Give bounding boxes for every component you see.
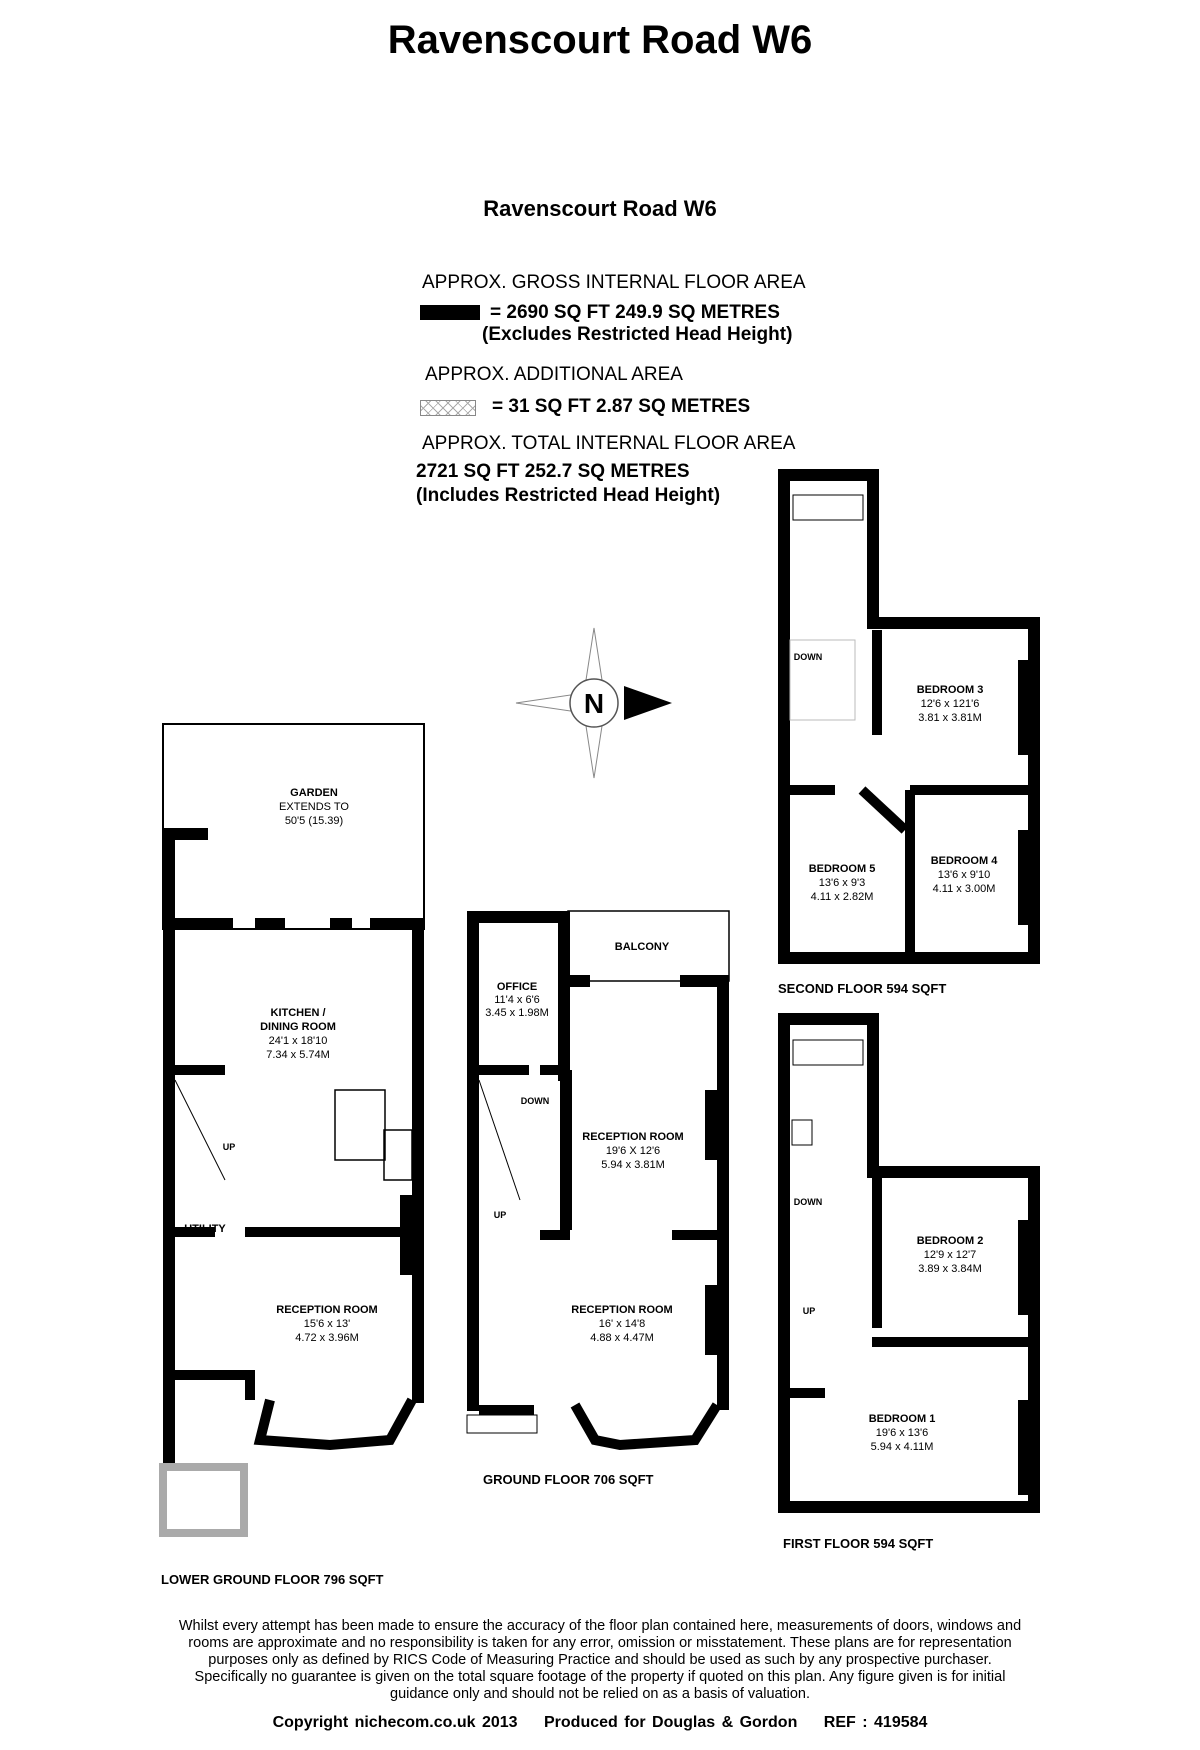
disclaimer-line: guidance only and should not be relied o… <box>390 1686 810 1702</box>
disclaimer: Whilst every attempt has been made to en… <box>0 1618 1200 1703</box>
lower-ground-floor-plan: GARDEN EXTENDS TO 50'5 (15.39) KITCHEN /… <box>159 723 425 1537</box>
ground-floor-plan: OFFICE 11'4 x 6'6 3.45 x 1.98M BALCONY D… <box>466 910 730 1451</box>
kitchen-metric-size: 7.34 x 5.74M <box>266 1049 330 1061</box>
disclaimer-line: purposes only as defined by RICS Code of… <box>208 1652 992 1668</box>
gross-area-heading: APPROX. GROSS INTERNAL FLOOR AREA <box>422 272 806 293</box>
bedroom5-label: BEDROOM 5 <box>809 863 876 875</box>
first-stairs-up-label: UP <box>803 1306 816 1316</box>
balcony-label: BALCONY <box>615 941 670 953</box>
office-label: OFFICE <box>497 981 537 993</box>
footer: Copyright nichecom.co.uk 2013 Produced f… <box>0 1714 1200 1732</box>
lg-reception-metric-size: 4.72 x 3.96M <box>295 1332 359 1344</box>
bedroom2-metric-size: 3.89 x 3.84M <box>918 1263 982 1275</box>
hatched-area-swatch <box>420 400 476 416</box>
office-imperial-size: 11'4 x 6'6 <box>494 994 540 1006</box>
utility-label: UTILITY <box>184 1223 226 1235</box>
first-floor-plan: DOWN UP BEDROOM 2 12'9 x 12'7 3.89 x 3.8… <box>778 1013 1040 1513</box>
bedroom3-label: BEDROOM 3 <box>917 684 984 696</box>
office-metric-size: 3.45 x 1.98M <box>485 1007 549 1019</box>
bedroom1-imperial-size: 19'6 x 13'6 <box>876 1427 929 1439</box>
first-stairs-down-label: DOWN <box>794 1197 823 1207</box>
additional-area-value: = 31 SQ FT 2.87 SQ METRES <box>492 396 751 417</box>
bedroom2-imperial-size: 12'9 x 12'7 <box>924 1249 977 1261</box>
front-reception-label: RECEPTION ROOM <box>571 1304 672 1316</box>
ground-stairs-down-label: DOWN <box>521 1096 550 1106</box>
garden-label: GARDEN <box>290 787 338 799</box>
reference-number: REF : 419584 <box>823 1714 928 1731</box>
front-reception-metric-size: 4.88 x 4.47M <box>590 1332 654 1344</box>
total-area-note: (Includes Restricted Head Height) <box>416 485 721 506</box>
bedroom5-imperial-size: 13'6 x 9'3 <box>819 877 865 889</box>
bedroom4-imperial-size: 13'6 x 9'10 <box>938 869 991 881</box>
plan-subtitle: Ravenscourt Road W6 <box>483 196 717 221</box>
stairs-up-label: UP <box>223 1142 236 1152</box>
gross-area-value: = 2690 SQ FT 249.9 SQ METRES <box>490 302 780 323</box>
bedroom4-metric-size: 4.11 x 3.00M <box>933 883 996 895</box>
compass-icon: N <box>515 627 672 779</box>
disclaimer-line: Whilst every attempt has been made to en… <box>178 1618 1022 1634</box>
dining-room-label: DINING ROOM <box>260 1021 336 1033</box>
bedroom2-label: BEDROOM 2 <box>917 1235 984 1247</box>
second-stairs-down-label: DOWN <box>794 652 823 662</box>
gross-area-note: (Excludes Restricted Head Height) <box>482 324 793 345</box>
lower-ground-floor-label: LOWER GROUND FLOOR 796 SQFT <box>161 1572 384 1587</box>
ground-floor-label: GROUND FLOOR 706 SQFT <box>483 1472 654 1487</box>
garden-length: 50'5 (15.39) <box>285 815 343 827</box>
second-floor-label: SECOND FLOOR 594 SQFT <box>778 981 946 996</box>
additional-area-heading: APPROX. ADDITIONAL AREA <box>425 364 683 385</box>
first-floor-label: FIRST FLOOR 594 SQFT <box>783 1536 933 1551</box>
compass-north-label: N <box>584 688 604 719</box>
front-reception-imperial-size: 16' x 14'8 <box>599 1318 645 1330</box>
garden-extends-label: EXTENDS TO <box>279 801 349 813</box>
page-title: Ravenscourt Road W6 <box>387 18 813 62</box>
total-area-value: 2721 SQ FT 252.7 SQ METRES <box>416 461 690 482</box>
lg-reception-imperial-size: 15'6 x 13' <box>304 1318 350 1330</box>
lg-reception-label: RECEPTION ROOM <box>276 1304 377 1316</box>
ground-stairs-up-label: UP <box>494 1210 507 1220</box>
disclaimer-line: Specifically no guarantee is given on th… <box>194 1669 1006 1685</box>
kitchen-label: KITCHEN / <box>271 1007 326 1019</box>
total-area-heading: APPROX. TOTAL INTERNAL FLOOR AREA <box>422 433 796 454</box>
bedroom5-metric-size: 4.11 x 2.82M <box>811 891 874 903</box>
bedroom1-label: BEDROOM 1 <box>869 1413 936 1425</box>
bedroom4-label: BEDROOM 4 <box>931 855 999 867</box>
kitchen-imperial-size: 24'1 x 18'10 <box>269 1035 328 1047</box>
produced-for-text: Produced for Douglas & Gordon <box>544 1714 798 1731</box>
second-floor-plan: DOWN BEDROOM 3 12'6 x 121'6 3.81 x 3.81M… <box>778 469 1040 964</box>
rear-reception-label: RECEPTION ROOM <box>582 1131 683 1143</box>
bedroom3-metric-size: 3.81 x 3.81M <box>918 712 982 724</box>
rear-reception-imperial-size: 19'6 X 12'6 <box>606 1145 660 1157</box>
bedroom3-imperial-size: 12'6 x 121'6 <box>921 698 980 710</box>
solid-area-swatch <box>420 305 480 320</box>
disclaimer-line: rooms are approximate and no responsibil… <box>188 1635 1012 1651</box>
rear-reception-metric-size: 5.94 x 3.81M <box>601 1159 665 1171</box>
bedroom1-metric-size: 5.94 x 4.11M <box>871 1441 934 1453</box>
copyright-text: Copyright nichecom.co.uk 2013 <box>272 1714 518 1731</box>
